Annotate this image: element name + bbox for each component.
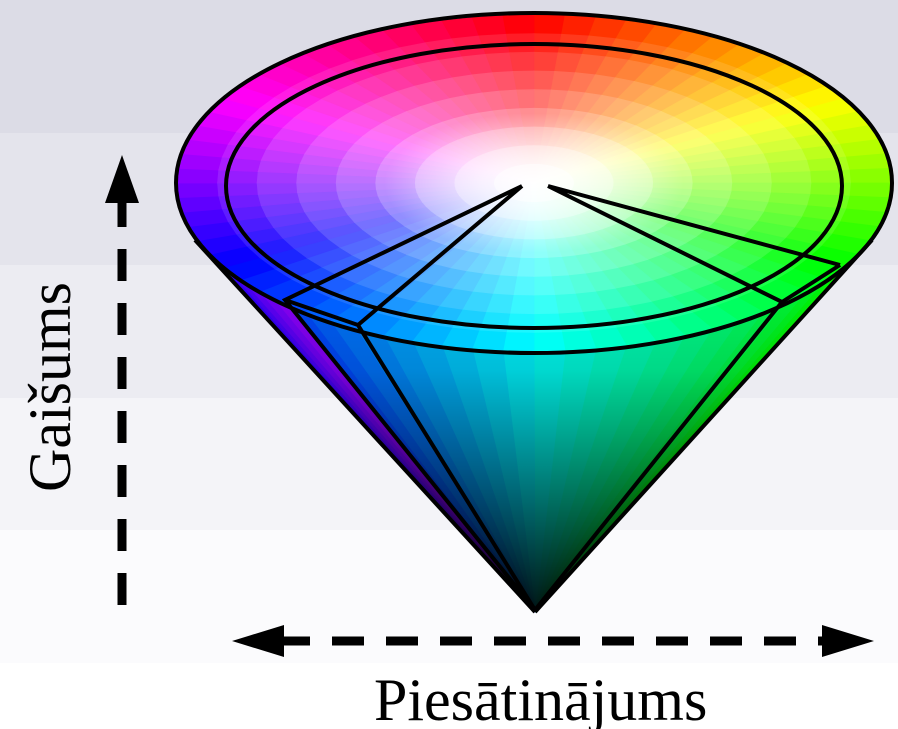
hue-wheel-segment (769, 171, 812, 184)
hue-wheel-segment (533, 275, 556, 296)
hue-wheel-segment (533, 14, 566, 35)
hue-wheel-segment (516, 89, 535, 110)
cone-right-edge (533, 238, 874, 614)
top-rim-outline (174, 11, 894, 355)
horizontal-axis-arrow (232, 625, 874, 657)
hue-wheel-segment (256, 182, 299, 195)
hue-wheel-segment (217, 169, 259, 184)
hue-wheel-segment (533, 256, 552, 277)
hue-wheel-segment (848, 167, 891, 184)
hue-wheel-segment (691, 174, 733, 184)
hue-wheel-segment (502, 331, 535, 352)
hue-wheel-segment (509, 51, 535, 72)
hue-wheel-segment (509, 294, 535, 315)
hue-wheel-segment (845, 153, 890, 171)
axis-label-lightness: Gaišums (17, 282, 83, 492)
hue-wheel-segment (512, 70, 535, 91)
hue-wheel-segment (177, 182, 220, 199)
cross-section-left (281, 184, 537, 612)
hue-wheel-segment (533, 331, 566, 352)
hue-wheel-segment (502, 14, 535, 35)
hue-wheel-segment (730, 172, 772, 184)
hue-wheel-segment (296, 182, 338, 194)
hue-wheel-segment (848, 182, 891, 199)
hue-wheel-segment (217, 182, 259, 197)
hue-wheel-segment (533, 294, 559, 315)
cone-left-edge (193, 238, 537, 614)
hue-wheel-segment (533, 51, 559, 72)
inner-rim-outline (224, 42, 844, 330)
axis-label-saturation: Piesātinājums (374, 667, 708, 729)
background-band (0, 662, 898, 729)
hue-wheel-segment (809, 169, 851, 184)
hue-wheel-segment (335, 182, 377, 192)
hue-wheel-segment (809, 182, 851, 197)
cross-section-right (533, 184, 842, 612)
hue-wheel-segment (178, 195, 223, 213)
hue-wheel-segment (177, 167, 220, 184)
vertical-axis-arrow (105, 155, 139, 605)
